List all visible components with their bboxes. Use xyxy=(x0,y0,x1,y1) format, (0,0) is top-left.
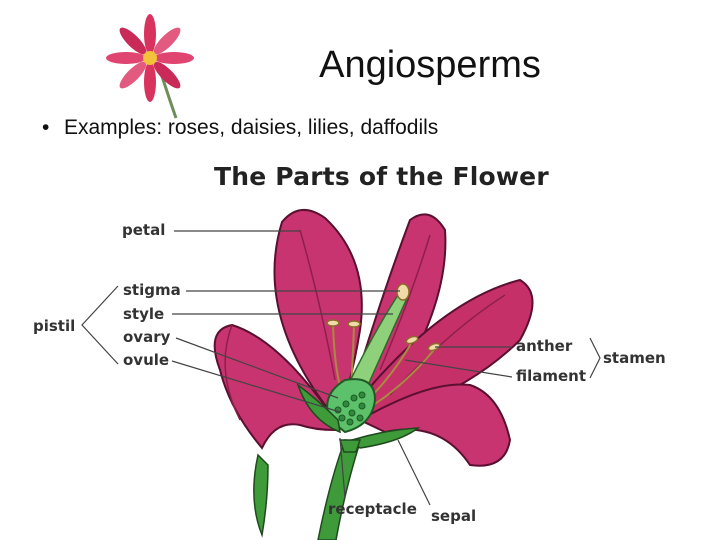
sepals xyxy=(296,382,421,453)
stem xyxy=(253,439,361,540)
pistil xyxy=(326,283,410,434)
label-stigma: stigma xyxy=(123,281,181,299)
leader-lines xyxy=(81,230,601,506)
diagram-title: The Parts of the Flower xyxy=(214,162,549,191)
label-stamen: stamen xyxy=(603,349,666,367)
label-pistil: pistil xyxy=(33,317,76,335)
label-receptacle: receptacle xyxy=(328,500,417,518)
slide-title: Angiosperms xyxy=(319,44,541,86)
label-ovary: ovary xyxy=(123,328,171,346)
daisy-image xyxy=(95,5,205,119)
label-sepal: sepal xyxy=(431,507,477,525)
label-petal: petal xyxy=(122,221,166,239)
label-anther: anther xyxy=(516,337,573,355)
anthers xyxy=(326,319,441,352)
label-filament: filament xyxy=(516,367,587,385)
bullet-examples: •Examples: roses, daisies, lilies, daffo… xyxy=(42,116,439,139)
label-style: style xyxy=(123,305,165,323)
label-ovule: ovule xyxy=(123,351,170,369)
